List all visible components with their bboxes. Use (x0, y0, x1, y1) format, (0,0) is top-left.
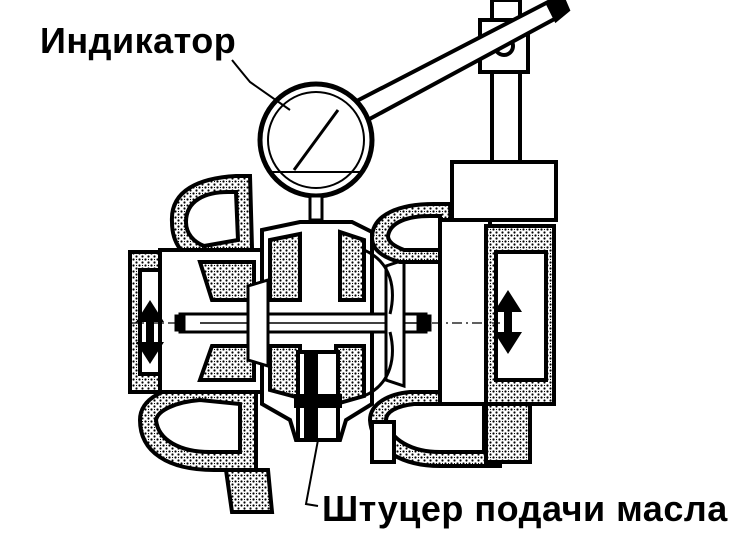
axial-play-arrow-left (136, 300, 164, 364)
center-housing (260, 220, 374, 442)
turbine-shaft (174, 248, 432, 398)
axial-play-arrow-right (494, 290, 522, 354)
indicator-label: Индикатор (40, 20, 237, 61)
compressor-housing (367, 202, 556, 468)
oil-fitting-leader-line (304, 439, 319, 507)
oil-fitting-label: Штуцер подачи масла (322, 488, 728, 529)
indicator-leader-line (231, 59, 291, 111)
dial-indicator (257, 81, 375, 298)
